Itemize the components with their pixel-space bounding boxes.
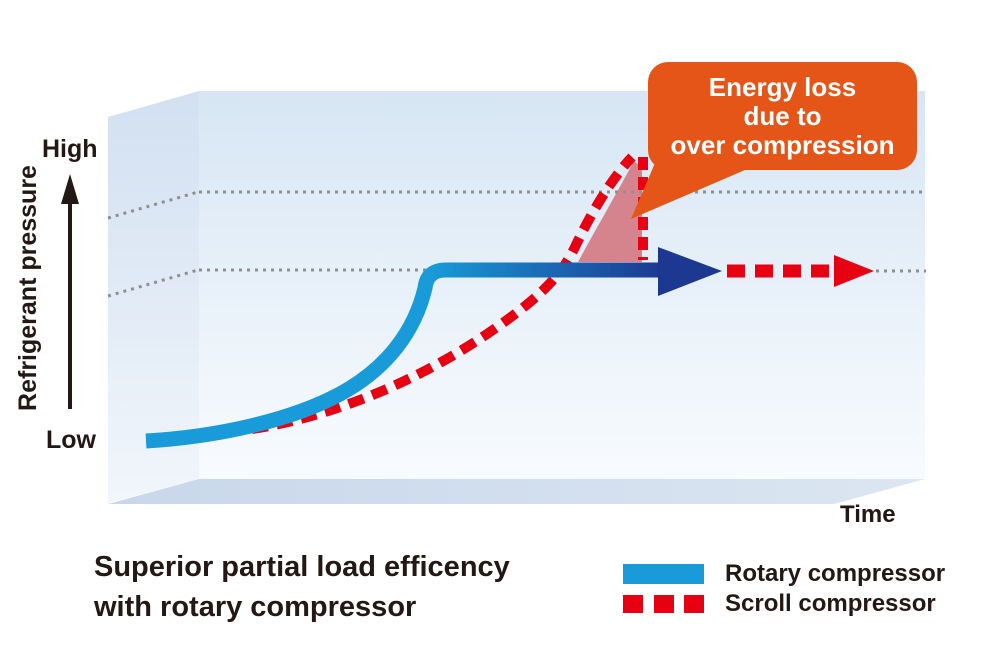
y-axis-low-label: Low	[46, 426, 96, 454]
callout-line-1: Energy loss	[708, 71, 857, 102]
legend: Rotary compressor Scroll compressor	[623, 562, 945, 622]
legend-label-rotary: Rotary compressor	[725, 560, 946, 587]
scroll-dash-swatch-icon	[623, 595, 704, 613]
rotary-line-swatch-icon	[623, 564, 704, 584]
scroll-arrowhead	[834, 255, 874, 287]
caption-line-1: Superior partial load efficency	[94, 551, 510, 583]
panel-floor	[108, 479, 925, 504]
caption-line-2: with rotary compressor	[94, 591, 417, 623]
legend-item-scroll: Scroll compressor	[623, 592, 945, 616]
scroll-curve	[251, 153, 636, 434]
legend-label-scroll: Scroll compressor	[725, 590, 936, 617]
panel-side-face	[108, 91, 199, 503]
chart-caption: Superior partial load efficency with rot…	[94, 547, 510, 627]
legend-item-rotary: Rotary compressor	[623, 562, 945, 586]
bubble-tail	[631, 163, 745, 219]
y-axis-title: Refrigerant pressure	[14, 165, 42, 411]
rotary-curve	[145, 262, 660, 449]
x-axis-title: Time	[840, 501, 896, 528]
y-axis-arrowhead-icon	[61, 174, 79, 204]
energy-loss-callout: Energy loss due to over compression	[648, 62, 917, 170]
callout-line-2: due to	[743, 100, 822, 131]
callout-line-3: over compression	[670, 129, 895, 160]
energy-loss-area	[578, 161, 642, 262]
rotary-arrowhead	[658, 247, 722, 296]
y-axis-high-label: High	[42, 135, 98, 163]
